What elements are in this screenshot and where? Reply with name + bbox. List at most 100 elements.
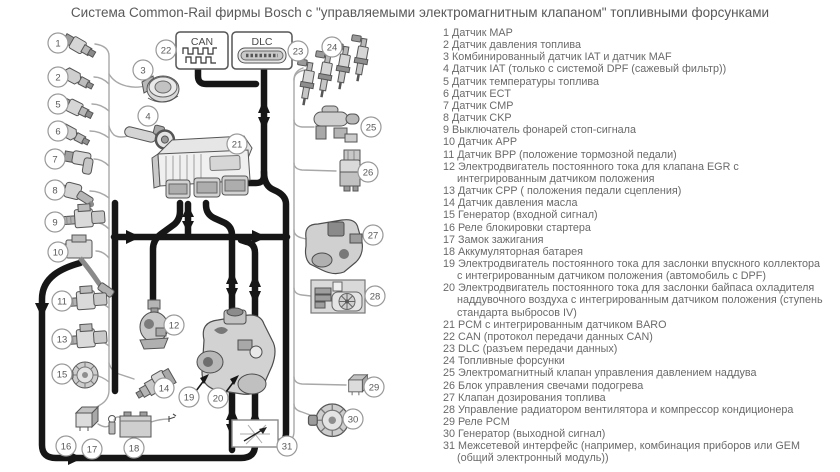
marker-26: 26 xyxy=(357,161,379,183)
marker-22: 22 xyxy=(155,39,177,61)
legend-item-text: Датчик давления топлива xyxy=(452,39,581,52)
branch-sensor-5 xyxy=(91,103,110,112)
legend-item: 26 Блок управления свечами подогрева xyxy=(443,380,827,392)
svg-text:19: 19 xyxy=(184,393,195,404)
legend-item: 5 Датчик температуры топлива xyxy=(443,76,827,88)
legend-item: 1 Датчик MAP xyxy=(443,27,827,39)
legend-item-number: 30 xyxy=(443,428,456,441)
legend-item-text: Электродвигатель постоянного тока для кл… xyxy=(457,160,739,185)
boost-solenoid-icon xyxy=(313,105,360,143)
marker-18: 18 xyxy=(123,437,145,459)
arrow-down xyxy=(249,291,261,305)
svg-text:7: 7 xyxy=(52,155,57,166)
legend-item: 9 Выключатель фонарей стоп-сигнала xyxy=(443,124,827,136)
marker-21: 21 xyxy=(226,133,248,155)
gauge-needle-icon xyxy=(240,424,270,445)
svg-text:8: 8 xyxy=(52,186,57,197)
left-bus-wire xyxy=(85,43,110,415)
legend-item-text: Электродвигатель постоянного тока для за… xyxy=(457,282,823,319)
legend-item-number: 6 xyxy=(443,87,450,100)
fuel-metering-valve-icon xyxy=(304,219,363,275)
legend-item: 12 Электродвигатель постоянного тока для… xyxy=(443,161,827,185)
legend-item-text: CAN (протокол передачи данных CAN) xyxy=(458,330,653,343)
legend-item-text: Датчик ECT xyxy=(452,87,512,100)
legend-item-text: Управление радиатором вентилятора и комп… xyxy=(458,403,794,416)
marker-8: 8 xyxy=(44,179,66,201)
marker-10: 10 xyxy=(47,241,69,263)
legend-item-text: Топливные форсунки xyxy=(458,355,565,368)
arrow-up xyxy=(226,270,238,284)
marker-9: 9 xyxy=(44,211,66,233)
legend-item-text: Датчик CMP xyxy=(452,99,514,112)
marker-28: 28 xyxy=(364,285,386,307)
legend-item-number: 15 xyxy=(443,209,456,222)
marker-31: 31 xyxy=(276,435,298,457)
arrow-down xyxy=(35,303,49,318)
legend-item-number: 2 xyxy=(443,39,450,52)
legend-item: 4 Датчик IAT (только с системой DPF (саж… xyxy=(443,63,827,75)
svg-text:15: 15 xyxy=(57,370,68,381)
svg-text:22: 22 xyxy=(161,46,172,57)
legend-item: 11 Датчик BPP (положение тормозной педал… xyxy=(443,149,827,161)
svg-text:17: 17 xyxy=(87,445,98,456)
harness-egr xyxy=(149,199,184,307)
legend-item-number: 26 xyxy=(443,379,456,392)
marker-20: 20 xyxy=(207,387,229,409)
legend-item-text: Датчик давления масла xyxy=(458,197,578,210)
legend-item: 14 Датчик давления масла xyxy=(443,197,827,209)
harness-app-bottom xyxy=(38,236,259,462)
branch-29 xyxy=(293,376,347,386)
legend-item-text: Блок управления свечами подогрева xyxy=(458,379,644,392)
svg-text:10: 10 xyxy=(53,248,64,259)
legend-item-number: 9 xyxy=(443,124,450,137)
legend-item: 13 Датчик CPP ( положения педали сцеплен… xyxy=(443,185,827,197)
legend-item-number: 5 xyxy=(443,75,450,88)
svg-text:25: 25 xyxy=(366,123,377,134)
marker-13: 13 xyxy=(51,328,73,350)
svg-text:21: 21 xyxy=(232,140,243,151)
branch-27 xyxy=(293,229,307,240)
arrow-down xyxy=(226,288,238,302)
battery-terminal-tick xyxy=(168,413,177,422)
legend-item-number: 11 xyxy=(443,148,455,161)
legend-item-number: 24 xyxy=(443,355,456,368)
svg-text:27: 27 xyxy=(368,231,379,242)
dlc-box: DLC xyxy=(231,31,293,70)
can-label: CAN xyxy=(191,36,213,48)
legend-item: 20 Электродвигатель постоянного тока для… xyxy=(443,282,827,318)
arrow-right xyxy=(252,230,267,244)
arrow-down xyxy=(182,221,194,233)
marker-23: 23 xyxy=(287,40,309,62)
legend-item-text: Аккумуляторная батарея xyxy=(458,245,583,258)
legend-item-text: PCM с интегрированным датчиком BARO xyxy=(458,318,667,331)
marker-14: 14 xyxy=(153,377,175,399)
egr-motor-icon xyxy=(139,299,169,350)
legend-item: 7 Датчик CMP xyxy=(443,100,827,112)
svg-text:18: 18 xyxy=(129,444,140,455)
marker-17: 17 xyxy=(81,438,103,460)
legend-item-number: 8 xyxy=(443,112,450,125)
branch-30 xyxy=(293,403,311,416)
legend-item-number: 16 xyxy=(443,221,456,234)
marker-5: 5 xyxy=(47,93,69,115)
legend-item-number: 29 xyxy=(443,416,456,428)
branch-injectors xyxy=(293,67,304,81)
legend-item-text: Датчик BPP (положение тормозной педали) xyxy=(457,148,677,161)
legend-item: 19 Электродвигатель постоянного тока для… xyxy=(443,258,827,282)
legend-item-number: 25 xyxy=(443,367,456,380)
iat-maf-sensor-icon xyxy=(141,75,180,103)
legend-item: 29 Реле PCM xyxy=(443,416,827,428)
marker-1: 1 xyxy=(47,32,69,54)
engine-assembly-icon xyxy=(196,307,276,395)
arrow-up xyxy=(182,205,194,217)
arrow-up xyxy=(258,99,270,113)
legend-item: 8 Датчик CKP xyxy=(443,112,827,124)
legend-item-number: 19 xyxy=(443,257,456,270)
can-box: CAN xyxy=(175,31,229,70)
dlc-connector-icon xyxy=(237,47,287,64)
svg-text:23: 23 xyxy=(293,47,304,58)
svg-text:11: 11 xyxy=(57,297,67,308)
harness-can xyxy=(194,65,260,88)
legend-item-number: 14 xyxy=(443,197,456,210)
pcm-ecu-icon xyxy=(151,135,253,199)
